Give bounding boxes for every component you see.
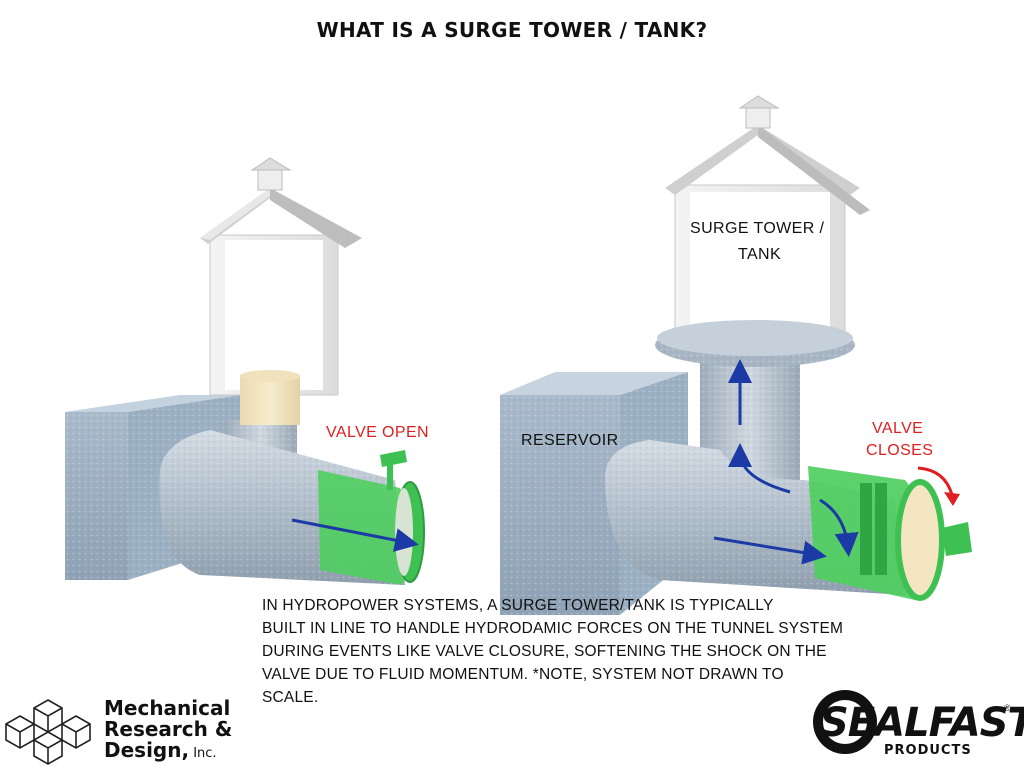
sealfast-registered-mark: ® — [1004, 703, 1011, 713]
left-surge-tower-house — [200, 157, 362, 425]
surge-tower-label-line1: SURGE TOWER / — [690, 220, 825, 237]
right-system-valve-closes — [500, 95, 972, 615]
valve-open-label: VALVE OPEN — [326, 424, 429, 441]
mrd-logo-line3: Design, Inc. — [104, 738, 217, 762]
valve-closes-label-line2: CLOSES — [866, 442, 934, 459]
valve-closes-label-line1: VALVE — [872, 420, 924, 437]
description-line: BUILT IN LINE TO HANDLE HYDRODAMIC FORCE… — [262, 620, 844, 637]
left-flow-arrow — [291, 518, 419, 552]
right-valve-closed — [808, 466, 972, 601]
description-line: VALVE DUE TO FLUID MOMENTUM. *NOTE, SYST… — [262, 666, 784, 683]
description-text: IN HYDROPOWER SYSTEMS, A SURGE TOWER/TAN… — [262, 594, 882, 709]
isometric-cubes-icon — [5, 699, 91, 765]
description-line: SCALE. — [262, 689, 319, 706]
surge-tower-label-line2: TANK — [738, 246, 782, 263]
sealfast-products-label: PRODUCTS — [884, 743, 972, 758]
valve-rotation-arrow — [917, 466, 954, 496]
description-line: DURING EVENTS LIKE VALVE CLOSURE, SOFTEN… — [262, 643, 827, 660]
right-surge-tower-house — [655, 95, 870, 367]
mrd-logo-line2: Research & — [104, 717, 233, 741]
sealfast-oval-mark — [813, 690, 877, 754]
reservoir-label: RESERVOIR — [521, 432, 619, 449]
left-system-valve-open — [65, 157, 425, 585]
mrd-logo-line1: Mechanical — [104, 696, 231, 720]
description-line: IN HYDROPOWER SYSTEMS, A SURGE TOWER/TAN… — [262, 597, 774, 614]
page-title: WHAT IS A SURGE TOWER / TANK? — [316, 18, 708, 42]
right-flow-arrows — [713, 359, 859, 565]
mrd-logo: Mechanical Research & Design, Inc. — [104, 698, 232, 764]
sealfast-logo-wordmark: SEALFAST — [820, 700, 1024, 746]
